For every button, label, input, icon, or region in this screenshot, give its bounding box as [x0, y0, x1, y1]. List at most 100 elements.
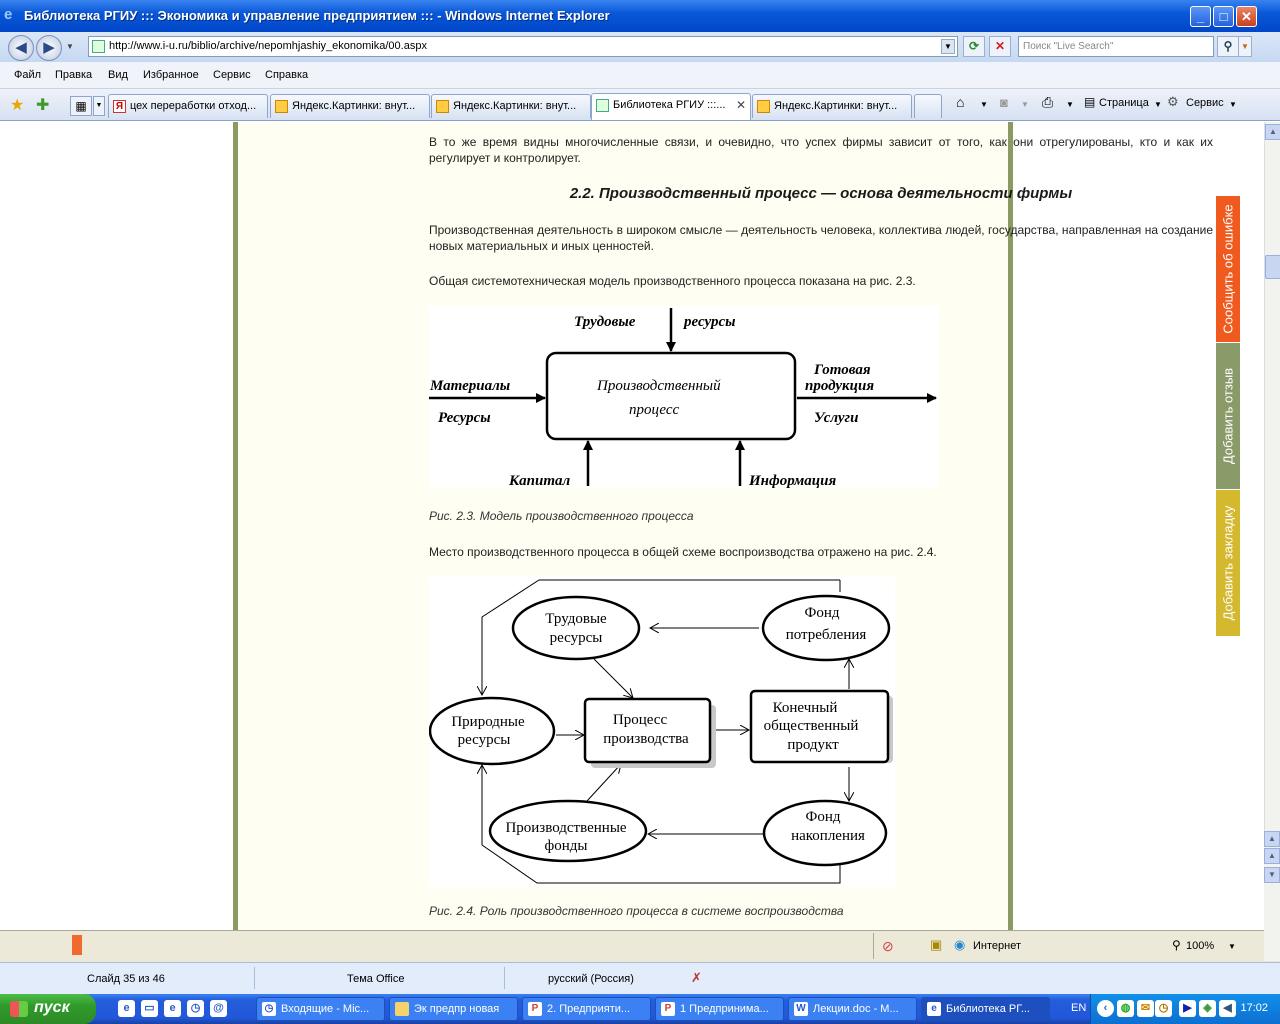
maximize-button[interactable]: □ — [1213, 6, 1234, 27]
home-dropdown-icon[interactable]: ▼ — [980, 100, 988, 109]
tray-volume-icon[interactable]: ◀ — [1219, 1000, 1236, 1017]
close-button[interactable]: ✕ — [1236, 6, 1257, 27]
security-zone: Интернет — [973, 940, 1021, 952]
label-labor-1: Трудовые — [574, 314, 636, 330]
spellcheck-icon[interactable]: ✗ — [691, 970, 702, 985]
vertical-scrollbar[interactable]: ▲ ▼ — [1264, 122, 1280, 930]
outlook-icon: ◷ — [262, 1002, 276, 1016]
address-input[interactable]: http://www.i-u.ru/biblio/archive/nepomhj… — [88, 36, 958, 57]
address-dropdown-icon[interactable]: ▼ — [941, 39, 955, 54]
search-icon[interactable]: ⚲ — [1217, 36, 1239, 57]
search-input[interactable]: Поиск "Live Search" — [1018, 36, 1214, 57]
quicklaunch-folder-icon[interactable]: ▭ — [141, 1000, 158, 1017]
text-final-2: общественный — [764, 718, 859, 734]
taskbar-item-ppt-1[interactable]: P 1 Предпринима... — [655, 997, 784, 1021]
menu-favorites[interactable]: Избранное — [143, 69, 199, 81]
forward-button[interactable]: ▶ — [36, 35, 62, 61]
label-process-1: Производственный — [596, 378, 721, 394]
tab-5[interactable]: Яндекс.Картинки: внут... — [752, 94, 912, 118]
favorites-star-icon[interactable]: ★ — [10, 97, 25, 114]
tools-menu-button[interactable]: Сервис — [1186, 97, 1224, 109]
print-dropdown-icon[interactable]: ▼ — [1066, 100, 1074, 109]
text-accumulation-2: накопления — [791, 828, 865, 844]
close-tab-icon[interactable]: ✕ — [735, 98, 746, 112]
privacy-icon[interactable]: ⊘ — [882, 938, 894, 954]
right-border — [1008, 122, 1013, 930]
print-icon[interactable]: ⎙ — [1042, 94, 1054, 110]
text-process-1: Процесс — [613, 712, 668, 728]
menu-edit[interactable]: Правка — [55, 69, 93, 81]
refresh-button[interactable]: ⟳ — [963, 36, 985, 57]
text-funds-2: фонды — [545, 838, 588, 854]
office-status-bar: Слайд 35 из 46 Тема Office русский (Росс… — [0, 962, 1280, 994]
page-favicon-icon — [92, 40, 105, 53]
menu-file[interactable]: Файл — [14, 69, 42, 81]
scroll-thumb[interactable] — [1265, 255, 1280, 279]
feeds-dropdown-icon[interactable]: ▼ — [1021, 100, 1029, 109]
quicklaunch-outlook-icon[interactable]: ◷ — [187, 1000, 204, 1017]
tools-dropdown-icon[interactable]: ▼ — [1229, 100, 1237, 109]
text-labor-2: ресурсы — [550, 630, 603, 646]
outer-page-up-icon[interactable]: ▲ — [1264, 848, 1280, 864]
add-review-tab[interactable]: Добавить отзыв — [1216, 343, 1240, 489]
gear-icon: ⚙ — [1167, 94, 1179, 109]
tray-media-icon[interactable]: ▶ — [1179, 1000, 1196, 1017]
taskbar-item-ie[interactable]: e Библиотека РГ... — [921, 997, 1050, 1021]
address-row: ◀ ▶ ▼ http://www.i-u.ru/biblio/archive/n… — [0, 32, 1280, 62]
menu-help[interactable]: Справка — [265, 69, 309, 81]
label-resources: Ресурсы — [438, 410, 491, 426]
tray-network-icon[interactable]: ◍ — [1117, 1000, 1134, 1017]
report-error-tab[interactable]: Сообщить об ошибке — [1216, 196, 1240, 342]
back-button[interactable]: ◀ — [8, 35, 34, 61]
tab-2[interactable]: Яндекс.Картинки: внут... — [270, 94, 430, 118]
tab-list-dropdown-icon[interactable]: ▼ — [93, 96, 105, 116]
tab-1[interactable]: Я цех переработки отход... — [108, 94, 268, 118]
label-materials: Материалы — [429, 378, 510, 394]
tab-4-active[interactable]: Библиотека РГИУ :::... ✕ — [591, 93, 751, 120]
menu-bar: Файл Правка Вид Избранное Сервис Справка — [0, 62, 1280, 89]
language-indicator[interactable]: EN — [1071, 1002, 1087, 1014]
minimize-button[interactable]: _ — [1190, 6, 1211, 27]
menu-view[interactable]: Вид — [108, 69, 128, 81]
add-favorite-icon[interactable]: ✚ — [36, 97, 50, 114]
quicklaunch-browser-icon[interactable]: e — [164, 1000, 181, 1017]
tab-3[interactable]: Яндекс.Картинки: внут... — [431, 94, 591, 118]
node-final-product — [749, 689, 890, 764]
feeds-icon[interactable]: ◙ — [1000, 95, 1008, 110]
taskbar-item-ppt-2[interactable]: P 2. Предприяти... — [522, 997, 651, 1021]
scroll-up-icon[interactable]: ▲ — [1265, 124, 1280, 140]
search-options-icon[interactable]: ▼ — [1238, 36, 1252, 57]
stop-button[interactable]: ✕ — [989, 36, 1011, 57]
add-bookmark-tab[interactable]: Добавить закладку — [1216, 490, 1240, 636]
quicklaunch-mail-icon[interactable]: @ — [210, 1000, 227, 1017]
office-theme: Тема Office — [347, 973, 405, 985]
label-labor-2: ресурсы — [682, 314, 736, 330]
zoom-level[interactable]: 100% — [1186, 940, 1215, 952]
tray-collapse-icon[interactable]: ‹ — [1097, 1000, 1114, 1017]
arrow-labor-to-process — [593, 658, 633, 698]
page-dropdown-icon[interactable]: ▼ — [1154, 100, 1162, 109]
menu-tools[interactable]: Сервис — [213, 69, 251, 81]
quick-tabs-icon[interactable]: ▦ — [70, 96, 92, 116]
office-language: русский (Россия) — [548, 973, 634, 985]
taskbar-item-word[interactable]: W Лекции.doc - M... — [788, 997, 917, 1021]
taskbar-item-folder[interactable]: Эк предпр новая — [389, 997, 518, 1021]
outer-scroll-up-icon[interactable]: ▲ — [1264, 831, 1280, 847]
outer-page-down-icon[interactable]: ▼ — [1264, 867, 1280, 883]
quicklaunch-ie-icon[interactable]: e — [118, 1000, 135, 1017]
tab-5-label: Яндекс.Картинки: внут... — [774, 100, 898, 112]
windows-logo-icon — [10, 1001, 28, 1017]
new-tab-button[interactable] — [914, 94, 942, 118]
text-labor-1: Трудовые — [545, 611, 607, 627]
tray-security-icon[interactable]: ◈ — [1199, 1000, 1216, 1017]
taskbar-label-6: Библиотека РГ... — [946, 1003, 1030, 1015]
tray-mail-icon[interactable]: ✉ — [1137, 1000, 1154, 1017]
tray-calendar-icon[interactable]: ◷ — [1155, 1000, 1172, 1017]
page-menu-button[interactable]: Страница — [1099, 97, 1149, 109]
start-button[interactable]: пуск — [0, 994, 96, 1024]
taskbar-item-inbox[interactable]: ◷ Входящие - Mic... — [256, 997, 385, 1021]
home-icon[interactable]: ⌂ — [956, 94, 965, 110]
history-dropdown-icon[interactable]: ▼ — [66, 42, 74, 51]
zoom-dropdown-icon[interactable]: ▼ — [1228, 942, 1236, 951]
text-final-1: Конечный — [773, 700, 838, 716]
